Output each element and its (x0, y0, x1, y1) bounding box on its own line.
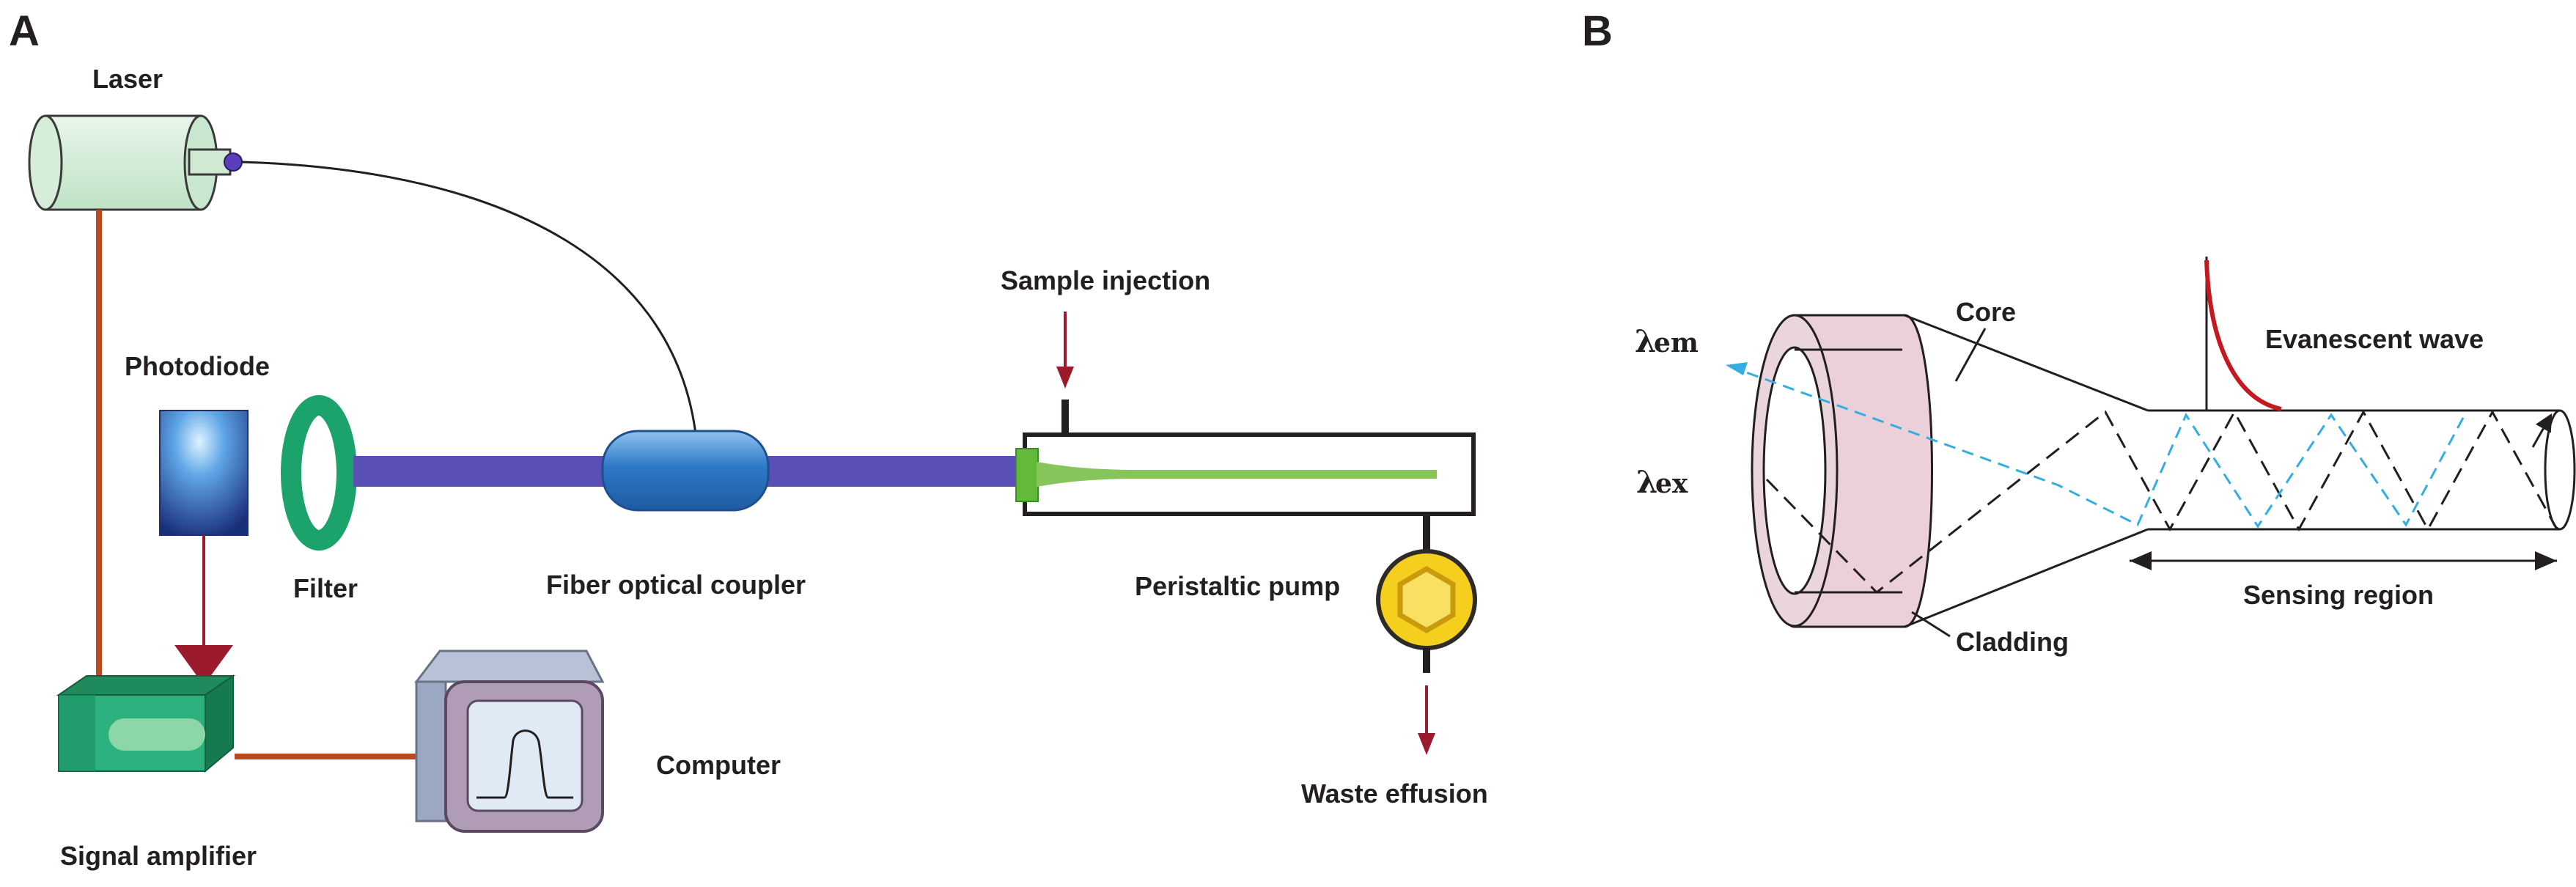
waste-effusion-label: Waste effusion (1301, 779, 1488, 809)
lambda-ex-label: λ ex (1636, 464, 1688, 500)
emission-arrow-icon (1726, 362, 1748, 375)
excitation-arrow-icon (2531, 413, 2553, 448)
svg-text:ex: ex (1655, 468, 1688, 499)
signal-amplifier-label: Signal amplifier (60, 841, 257, 871)
panel-b-letter: B (1582, 7, 1613, 55)
photodiode (159, 410, 249, 536)
filter-label: Filter (293, 573, 358, 603)
computer (413, 649, 605, 833)
laser (28, 114, 243, 211)
panel-a: A Laser Photodiode Filter Fiber optical … (9, 7, 1488, 871)
svg-text:em: em (1654, 328, 1699, 358)
computer-label: Computer (656, 750, 781, 780)
evanescent-wave (2204, 257, 2282, 411)
waste-effusion-arrow-icon (1418, 685, 1435, 755)
signal-amplifier (56, 674, 236, 773)
peristaltic-pump (1376, 549, 1477, 673)
laser-label: Laser (92, 64, 163, 94)
fiber-taper (1904, 314, 2149, 628)
svg-text:λ: λ (1635, 323, 1656, 359)
evanescent-wave-label: Evanescent wave (2265, 324, 2484, 354)
lambda-em-label: λ em (1635, 323, 1699, 359)
flow-cell (1015, 400, 1476, 551)
photodiode-label: Photodiode (125, 351, 270, 381)
laser-fiber-cable (241, 161, 698, 441)
peristaltic-pump-label: Peristaltic pump (1135, 571, 1340, 601)
excitation-ray (1765, 409, 2558, 595)
photodiode-amplifier-arrow-icon (174, 535, 233, 685)
cladding (1751, 314, 1933, 628)
core-label: Core (1956, 297, 2016, 327)
cladding-label: Cladding (1956, 627, 2069, 657)
fiber-optical-coupler (601, 430, 770, 512)
sensing-fiber (2148, 409, 2576, 531)
panel-a-letter: A (9, 7, 40, 55)
sample-injection-arrow-icon (1056, 312, 1074, 389)
laser-port-icon (224, 152, 243, 172)
core-leader-line (1954, 328, 1987, 382)
filter-ring (281, 395, 357, 551)
signal-trace-icon (476, 729, 573, 799)
sensing-region-label: Sensing region (2243, 580, 2434, 610)
panel-b: B Evanescent wav (1582, 7, 2576, 657)
coupler-label: Fiber optical coupler (546, 570, 806, 600)
emission-ray (1729, 365, 2465, 529)
svg-text:λ: λ (1636, 464, 1657, 500)
cladding-leader-line (1911, 611, 1951, 638)
sensing-region-arrow-icon (2130, 551, 2557, 570)
sample-injection-label: Sample injection (1001, 265, 1210, 295)
